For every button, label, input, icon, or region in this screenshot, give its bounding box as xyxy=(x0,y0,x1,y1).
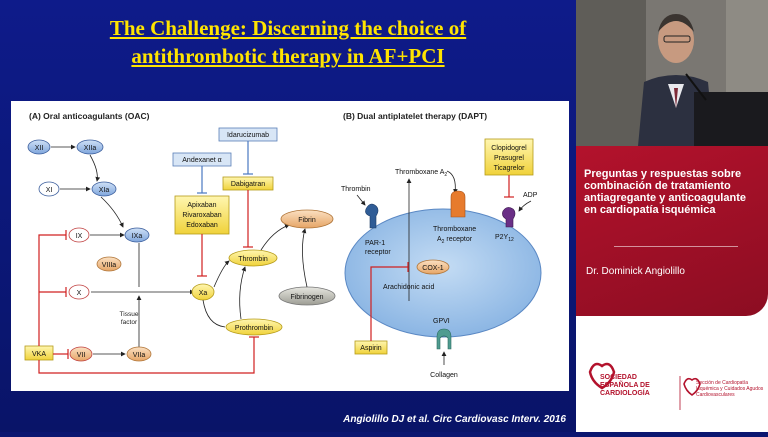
svg-text:Ticagrelor: Ticagrelor xyxy=(494,165,526,172)
factor-xia-node: XIa xyxy=(91,181,117,197)
tissue-factor-label-2: factor xyxy=(121,319,138,326)
thromboxane-label: Thromboxane A2 xyxy=(395,169,447,178)
gpvi-label: GPVI xyxy=(433,318,450,325)
sec-logo-icons xyxy=(588,362,701,410)
section-logo-text: Sección de Cardiopatía Isquémica y Cuida… xyxy=(696,380,764,398)
arachidonic-acid-label: Arachidonic acid xyxy=(383,284,434,291)
svg-text:Clopidogrel: Clopidogrel xyxy=(491,145,527,152)
factor-x-node: X xyxy=(68,284,90,300)
slide-title: The Challenge: Discerning the choice of … xyxy=(0,14,576,70)
factor-xa-node: Xa xyxy=(191,283,215,301)
factor-ix-node: IX xyxy=(68,227,90,243)
svg-text:Thrombin: Thrombin xyxy=(238,256,268,263)
citation: Angiolillo DJ et al. Circ Cardiovasc Int… xyxy=(343,414,566,425)
tissue-factor-label-1: Tissue xyxy=(120,311,139,318)
heart-logo-small-icon xyxy=(683,377,701,396)
svg-text:Aspirin: Aspirin xyxy=(360,345,382,352)
svg-text:Prasugrel: Prasugrel xyxy=(494,155,524,162)
session-info-panel: Preguntas y respuestas sobre combinación… xyxy=(576,146,768,316)
svg-text:XIa: XIa xyxy=(99,187,110,194)
prothrombin-node: Prothrombin xyxy=(225,318,283,336)
xa-inhibitors-box: Apixaban Rivaroxaban Edoxaban xyxy=(174,195,230,235)
svg-text:Xa: Xa xyxy=(199,290,208,297)
par1-label-1: PAR-1 xyxy=(365,240,385,247)
p2y12-receptor-icon xyxy=(502,207,516,228)
speaker-video xyxy=(576,0,768,146)
svg-text:X: X xyxy=(77,290,82,297)
svg-text:Andexanet α: Andexanet α xyxy=(182,157,221,164)
aspirin-box: Aspirin xyxy=(354,340,388,355)
factor-xiia-node: XIIa xyxy=(76,139,104,155)
collagen-label: Collagen xyxy=(430,372,458,379)
sidebar: Preguntas y respuestas sobre combinación… xyxy=(576,0,768,432)
heart-logo-icon xyxy=(588,362,616,390)
factor-vii-node: VII xyxy=(69,346,93,362)
factor-viia-node: VIIa xyxy=(126,346,152,362)
svg-text:Idarucizumab: Idarucizumab xyxy=(227,132,269,139)
vka-box: VKA xyxy=(24,345,54,361)
platelet-cell xyxy=(344,208,542,338)
thrombin-label-b: Thrombin xyxy=(341,186,371,193)
svg-text:VKA: VKA xyxy=(32,351,46,358)
gpvi-receptor-icon xyxy=(436,328,452,350)
logos-area: SOCIEDAD ESPAÑOLA DE CARDIOLOGÍA Sección… xyxy=(576,330,768,432)
factor-viiia-node: VIIIa xyxy=(96,256,122,272)
speaker-video-scene xyxy=(576,0,768,146)
svg-text:Prothrombin: Prothrombin xyxy=(235,325,273,332)
svg-text:COX-1: COX-1 xyxy=(422,265,444,272)
andexanet-box: Andexanet α xyxy=(172,152,232,167)
svg-text:VIIIa: VIIIa xyxy=(102,262,117,269)
svg-text:VIIa: VIIa xyxy=(133,352,146,359)
session-title: Preguntas y respuestas sobre combinación… xyxy=(584,168,746,216)
cox1-node: COX-1 xyxy=(416,259,450,275)
speaker-name: Dr. Dominick Angiolillo xyxy=(586,266,685,277)
idarucizumab-box: Idarucizumab xyxy=(218,127,278,142)
slide: The Challenge: Discerning the choice of … xyxy=(0,0,576,432)
svg-text:Fibrin: Fibrin xyxy=(298,217,316,224)
antithrombotic-figure: (A) Oral anticoagulants (OAC) XII XIIa X… xyxy=(11,101,569,391)
svg-text:IX: IX xyxy=(76,233,83,240)
par1-label-2: receptor xyxy=(365,249,391,256)
svg-text:XI: XI xyxy=(46,187,53,194)
dabigatran-box: Dabigatran xyxy=(222,176,274,191)
panel-b-heading: (B) Dual antiplatelet therapy (DAPT) xyxy=(343,111,487,121)
factor-ixa-node: IXa xyxy=(124,227,150,243)
svg-text:XIIa: XIIa xyxy=(84,145,97,152)
figure-diagram: (A) Oral anticoagulants (OAC) XII XIIa X… xyxy=(24,111,542,379)
fibrinogen-node: Fibrinogen xyxy=(278,286,336,306)
tx-receptor-label-1: Thromboxane xyxy=(433,226,476,233)
fibrin-node: Fibrin xyxy=(280,209,334,229)
factor-xi-node: XI xyxy=(38,181,60,197)
thromboxane-receptor-icon xyxy=(450,190,466,218)
vka-inhibition-lines xyxy=(38,230,259,374)
svg-text:Apixaban: Apixaban xyxy=(187,202,216,209)
svg-text:Fibrinogen: Fibrinogen xyxy=(290,294,323,301)
svg-text:IXa: IXa xyxy=(132,233,143,240)
tx-receptor-label-2: A2 receptor xyxy=(437,236,473,245)
thrombin-node: Thrombin xyxy=(228,249,278,267)
p2y12-label: P2Y12 xyxy=(495,234,514,243)
adp-label: ADP xyxy=(523,192,538,199)
panel-a-heading: (A) Oral anticoagulants (OAC) xyxy=(29,111,150,121)
svg-text:XII: XII xyxy=(35,145,44,152)
svg-text:Dabigatran: Dabigatran xyxy=(231,181,265,188)
par1-receptor-icon xyxy=(365,203,379,229)
p2y12-inhibitors-box: Clopidogrel Prasugrel Ticagrelor xyxy=(484,138,534,176)
factor-xii-node: XII xyxy=(27,139,51,155)
svg-text:VII: VII xyxy=(77,352,86,359)
slide-title-line2: antithrombotic therapy in AF+PCI xyxy=(131,44,445,68)
sec-logo-text: SOCIEDAD ESPAÑOLA DE CARDIOLOGÍA xyxy=(600,374,650,397)
panel-divider xyxy=(614,246,738,247)
svg-text:Edoxaban: Edoxaban xyxy=(186,222,218,229)
svg-text:Rivaroxaban: Rivaroxaban xyxy=(182,212,221,219)
slide-title-line1: The Challenge: Discerning the choice of xyxy=(109,16,467,40)
